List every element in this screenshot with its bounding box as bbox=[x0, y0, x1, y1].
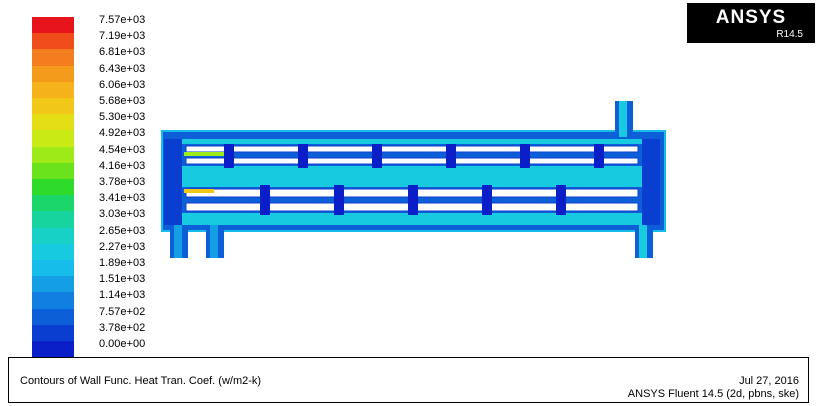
color-legend-swatch bbox=[32, 195, 74, 212]
color-legend-label: 7.57e+03 bbox=[99, 14, 146, 26]
color-legend-swatch bbox=[32, 227, 74, 244]
plot-footer: Contours of Wall Func. Heat Tran. Coef. … bbox=[8, 357, 809, 403]
color-legend-swatch bbox=[32, 276, 74, 293]
color-legend-swatch bbox=[32, 292, 74, 309]
color-legend-label: 7.19e+03 bbox=[99, 30, 146, 43]
color-legend-swatch bbox=[32, 98, 74, 115]
logo-brand: ANSYS bbox=[715, 7, 787, 28]
color-legend-label: 2.65e+03 bbox=[99, 224, 146, 237]
color-legend-label: 1.14e+03 bbox=[99, 289, 146, 302]
color-legend-swatch bbox=[32, 162, 74, 179]
color-legend-label: 7.57e+02 bbox=[99, 305, 146, 318]
color-legend-swatch bbox=[32, 130, 74, 147]
color-legend-swatch bbox=[32, 260, 74, 277]
color-legend-swatch bbox=[32, 17, 74, 34]
lower-baffles bbox=[260, 185, 566, 215]
right-manifold bbox=[642, 139, 660, 225]
color-legend-label: 6.81e+03 bbox=[99, 46, 146, 59]
color-legend-label: 5.68e+03 bbox=[99, 95, 146, 107]
left-manifold bbox=[164, 139, 182, 225]
color-legend-swatch bbox=[32, 146, 74, 163]
color-legend-label: 2.27e+03 bbox=[99, 240, 146, 253]
color-legend-label: 3.03e+03 bbox=[99, 208, 146, 221]
color-legend-swatch bbox=[32, 114, 74, 131]
color-legend-swatch bbox=[32, 341, 74, 358]
color-legend-label: 6.43e+03 bbox=[99, 62, 146, 75]
color-legend-swatch bbox=[32, 33, 74, 50]
color-legend-label: 3.78e+03 bbox=[99, 176, 146, 188]
color-legend-label: 0.00e+00 bbox=[99, 338, 146, 350]
color-legend-label: 3.78e+02 bbox=[99, 321, 146, 334]
color-legend-swatch bbox=[32, 65, 74, 82]
software-version: ANSYS Fluent 14.5 (2d, pbns, ske) bbox=[627, 388, 799, 400]
color-legend-label: 4.54e+03 bbox=[99, 143, 146, 156]
color-legend-swatch bbox=[32, 324, 74, 341]
color-legend-swatch bbox=[32, 243, 74, 260]
color-legend-label: 4.16e+03 bbox=[99, 159, 146, 172]
plot-date: Jul 27, 2016 bbox=[739, 375, 799, 387]
color-legend-label: 5.30e+03 bbox=[99, 111, 146, 124]
color-legend-label: 3.41e+03 bbox=[99, 192, 146, 205]
color-legend-label: 6.06e+03 bbox=[99, 78, 146, 91]
logo-release: R14.5 bbox=[776, 29, 803, 40]
color-legend-label: 1.89e+03 bbox=[99, 257, 146, 269]
color-legend-label: 1.51e+03 bbox=[99, 273, 146, 286]
color-legend-swatch bbox=[32, 211, 74, 228]
color-legend-swatch bbox=[32, 308, 74, 325]
shell-outer-edge bbox=[161, 130, 666, 232]
contour-plot bbox=[161, 101, 666, 258]
color-legend-swatch bbox=[32, 81, 74, 98]
ansys-logo: ANSYS R14.5 bbox=[687, 3, 815, 43]
color-legend-label: 4.92e+03 bbox=[99, 127, 146, 140]
color-legend-swatch bbox=[32, 179, 74, 196]
color-legend-swatch bbox=[32, 49, 74, 66]
plot-title: Contours of Wall Func. Heat Tran. Coef. … bbox=[20, 375, 262, 387]
upper-baffles bbox=[224, 144, 604, 168]
